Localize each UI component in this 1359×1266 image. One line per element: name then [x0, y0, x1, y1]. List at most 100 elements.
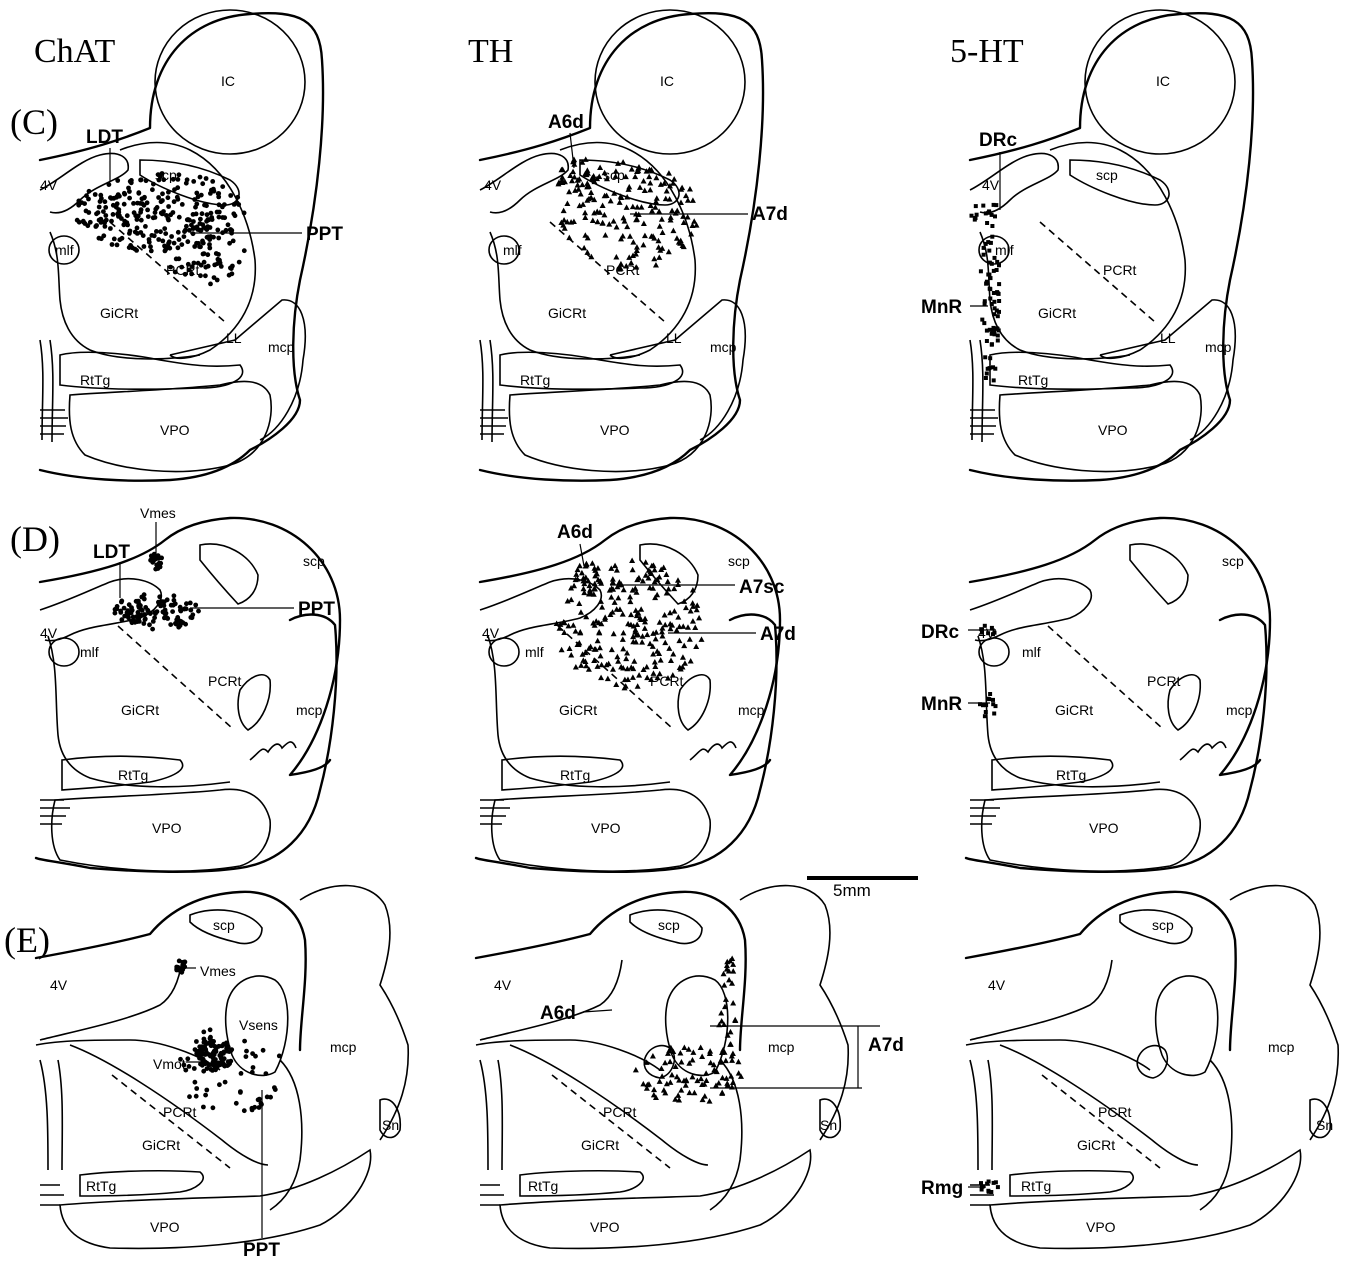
th-cell-marker	[688, 608, 694, 614]
th-cell-marker	[732, 1017, 738, 1023]
chat-cell-marker	[142, 612, 147, 617]
section-c-th	[480, 10, 763, 481]
chat-cell-marker	[156, 195, 161, 200]
chat-cell-marker	[127, 245, 132, 250]
th-cell-marker	[578, 609, 584, 615]
5ht-cell-marker	[985, 221, 989, 225]
chat-cell-marker	[216, 236, 221, 241]
th-cell-marker	[667, 1059, 673, 1065]
chat-cell-marker	[164, 611, 169, 616]
chat-cell-marker	[172, 187, 177, 192]
label-mlf: mlf	[525, 644, 544, 660]
5ht-cell-marker	[997, 299, 1001, 303]
chat-cell-marker	[115, 243, 120, 248]
chat-cell-marker	[114, 606, 119, 611]
chat-cell-marker	[165, 616, 170, 621]
label-vpo: VPO	[160, 422, 190, 438]
chat-cell-marker	[261, 1048, 266, 1053]
chat-cell-marker	[192, 244, 197, 249]
5ht-cell-marker	[985, 339, 989, 343]
th-cell-marker	[688, 658, 694, 664]
chat-cell-marker	[233, 213, 238, 218]
label-ll: LL	[226, 330, 242, 346]
chat-cell-marker	[225, 1049, 230, 1054]
chat-cell-marker	[142, 244, 147, 249]
th-cell-marker	[668, 214, 674, 220]
th-cell-marker	[653, 629, 659, 635]
chat-cell-marker	[162, 226, 167, 231]
label-a7d: A7d	[868, 1035, 904, 1056]
chat-cell-marker	[125, 223, 130, 228]
th-cell-marker	[573, 664, 579, 670]
5ht-cell-marker	[987, 697, 991, 701]
th-cell-marker	[595, 638, 601, 644]
chat-cell-marker	[208, 225, 213, 230]
chat-cell-marker	[150, 187, 155, 192]
chat-cell-marker	[137, 614, 142, 619]
5ht-cell-marker	[988, 356, 992, 360]
th-cell-marker	[671, 608, 677, 614]
chat-cell-marker	[139, 218, 144, 223]
th-cell-marker	[567, 646, 573, 652]
chat-cell-marker	[108, 195, 113, 200]
th-cell-marker	[634, 216, 640, 222]
chat-cell-marker	[178, 608, 183, 613]
th-cell-marker	[611, 631, 617, 637]
chat-cell-marker	[116, 192, 121, 197]
chat-cell-marker	[128, 179, 133, 184]
th-cell-marker	[651, 1087, 657, 1093]
label-mcp: mcp	[1205, 339, 1232, 355]
th-cell-marker	[606, 221, 612, 227]
5ht-cell-marker	[992, 378, 996, 382]
chat-cell-marker	[215, 261, 220, 266]
chat-cell-marker	[201, 1069, 206, 1074]
label-ldt: LDT	[93, 542, 130, 563]
chat-cell-marker	[232, 202, 237, 207]
label-ic: IC	[660, 73, 674, 89]
chat-cell-marker	[198, 273, 203, 278]
chat-cell-marker	[96, 210, 101, 215]
5ht-cell-marker	[986, 367, 990, 371]
5ht-cell-marker	[982, 253, 986, 257]
chat-cell-marker	[207, 1052, 212, 1057]
chat-cell-marker	[183, 1068, 188, 1073]
chat-cell-marker	[187, 268, 192, 273]
chat-cell-marker	[204, 1088, 209, 1093]
chat-cell-marker	[209, 1067, 214, 1072]
label-gicrt: GiCRt	[548, 305, 586, 321]
th-cell-marker	[657, 1078, 663, 1084]
th-cell-marker	[690, 1049, 696, 1055]
chat-cell-marker	[163, 249, 168, 254]
th-cell-marker	[637, 184, 643, 190]
chat-cell-marker	[156, 237, 161, 242]
th-cell-marker	[676, 624, 682, 630]
5ht-cell-marker	[990, 342, 994, 346]
th-cell-marker	[571, 583, 577, 589]
chat-cell-marker	[145, 208, 150, 213]
chat-cell-marker	[198, 217, 203, 222]
5ht-cell-marker	[993, 256, 997, 260]
chat-cell-marker	[158, 561, 163, 566]
th-cell-marker	[602, 232, 608, 238]
th-cell-marker	[623, 656, 629, 662]
5ht-cell-marker	[992, 712, 996, 716]
chat-cell-marker	[167, 239, 172, 244]
th-cell-marker	[676, 638, 682, 644]
label-scp: scp	[1222, 553, 1244, 569]
chat-cell-marker	[186, 262, 191, 267]
th-cell-marker	[651, 256, 657, 262]
5ht-cell-marker	[979, 269, 983, 273]
5ht-cell-marker	[995, 268, 999, 272]
chat-cell-marker	[251, 1065, 256, 1070]
th-cell-marker	[666, 170, 672, 176]
th-cell-marker	[583, 561, 589, 567]
th-cell-marker	[644, 632, 650, 638]
label-scp: scp	[1096, 167, 1118, 183]
th-cell-marker	[666, 586, 672, 592]
label-mlf: mlf	[1022, 644, 1041, 660]
chat-cell-marker	[227, 273, 232, 278]
th-cell-marker	[689, 1057, 695, 1063]
chat-cell-marker	[185, 177, 190, 182]
th-cell-marker	[671, 176, 677, 182]
